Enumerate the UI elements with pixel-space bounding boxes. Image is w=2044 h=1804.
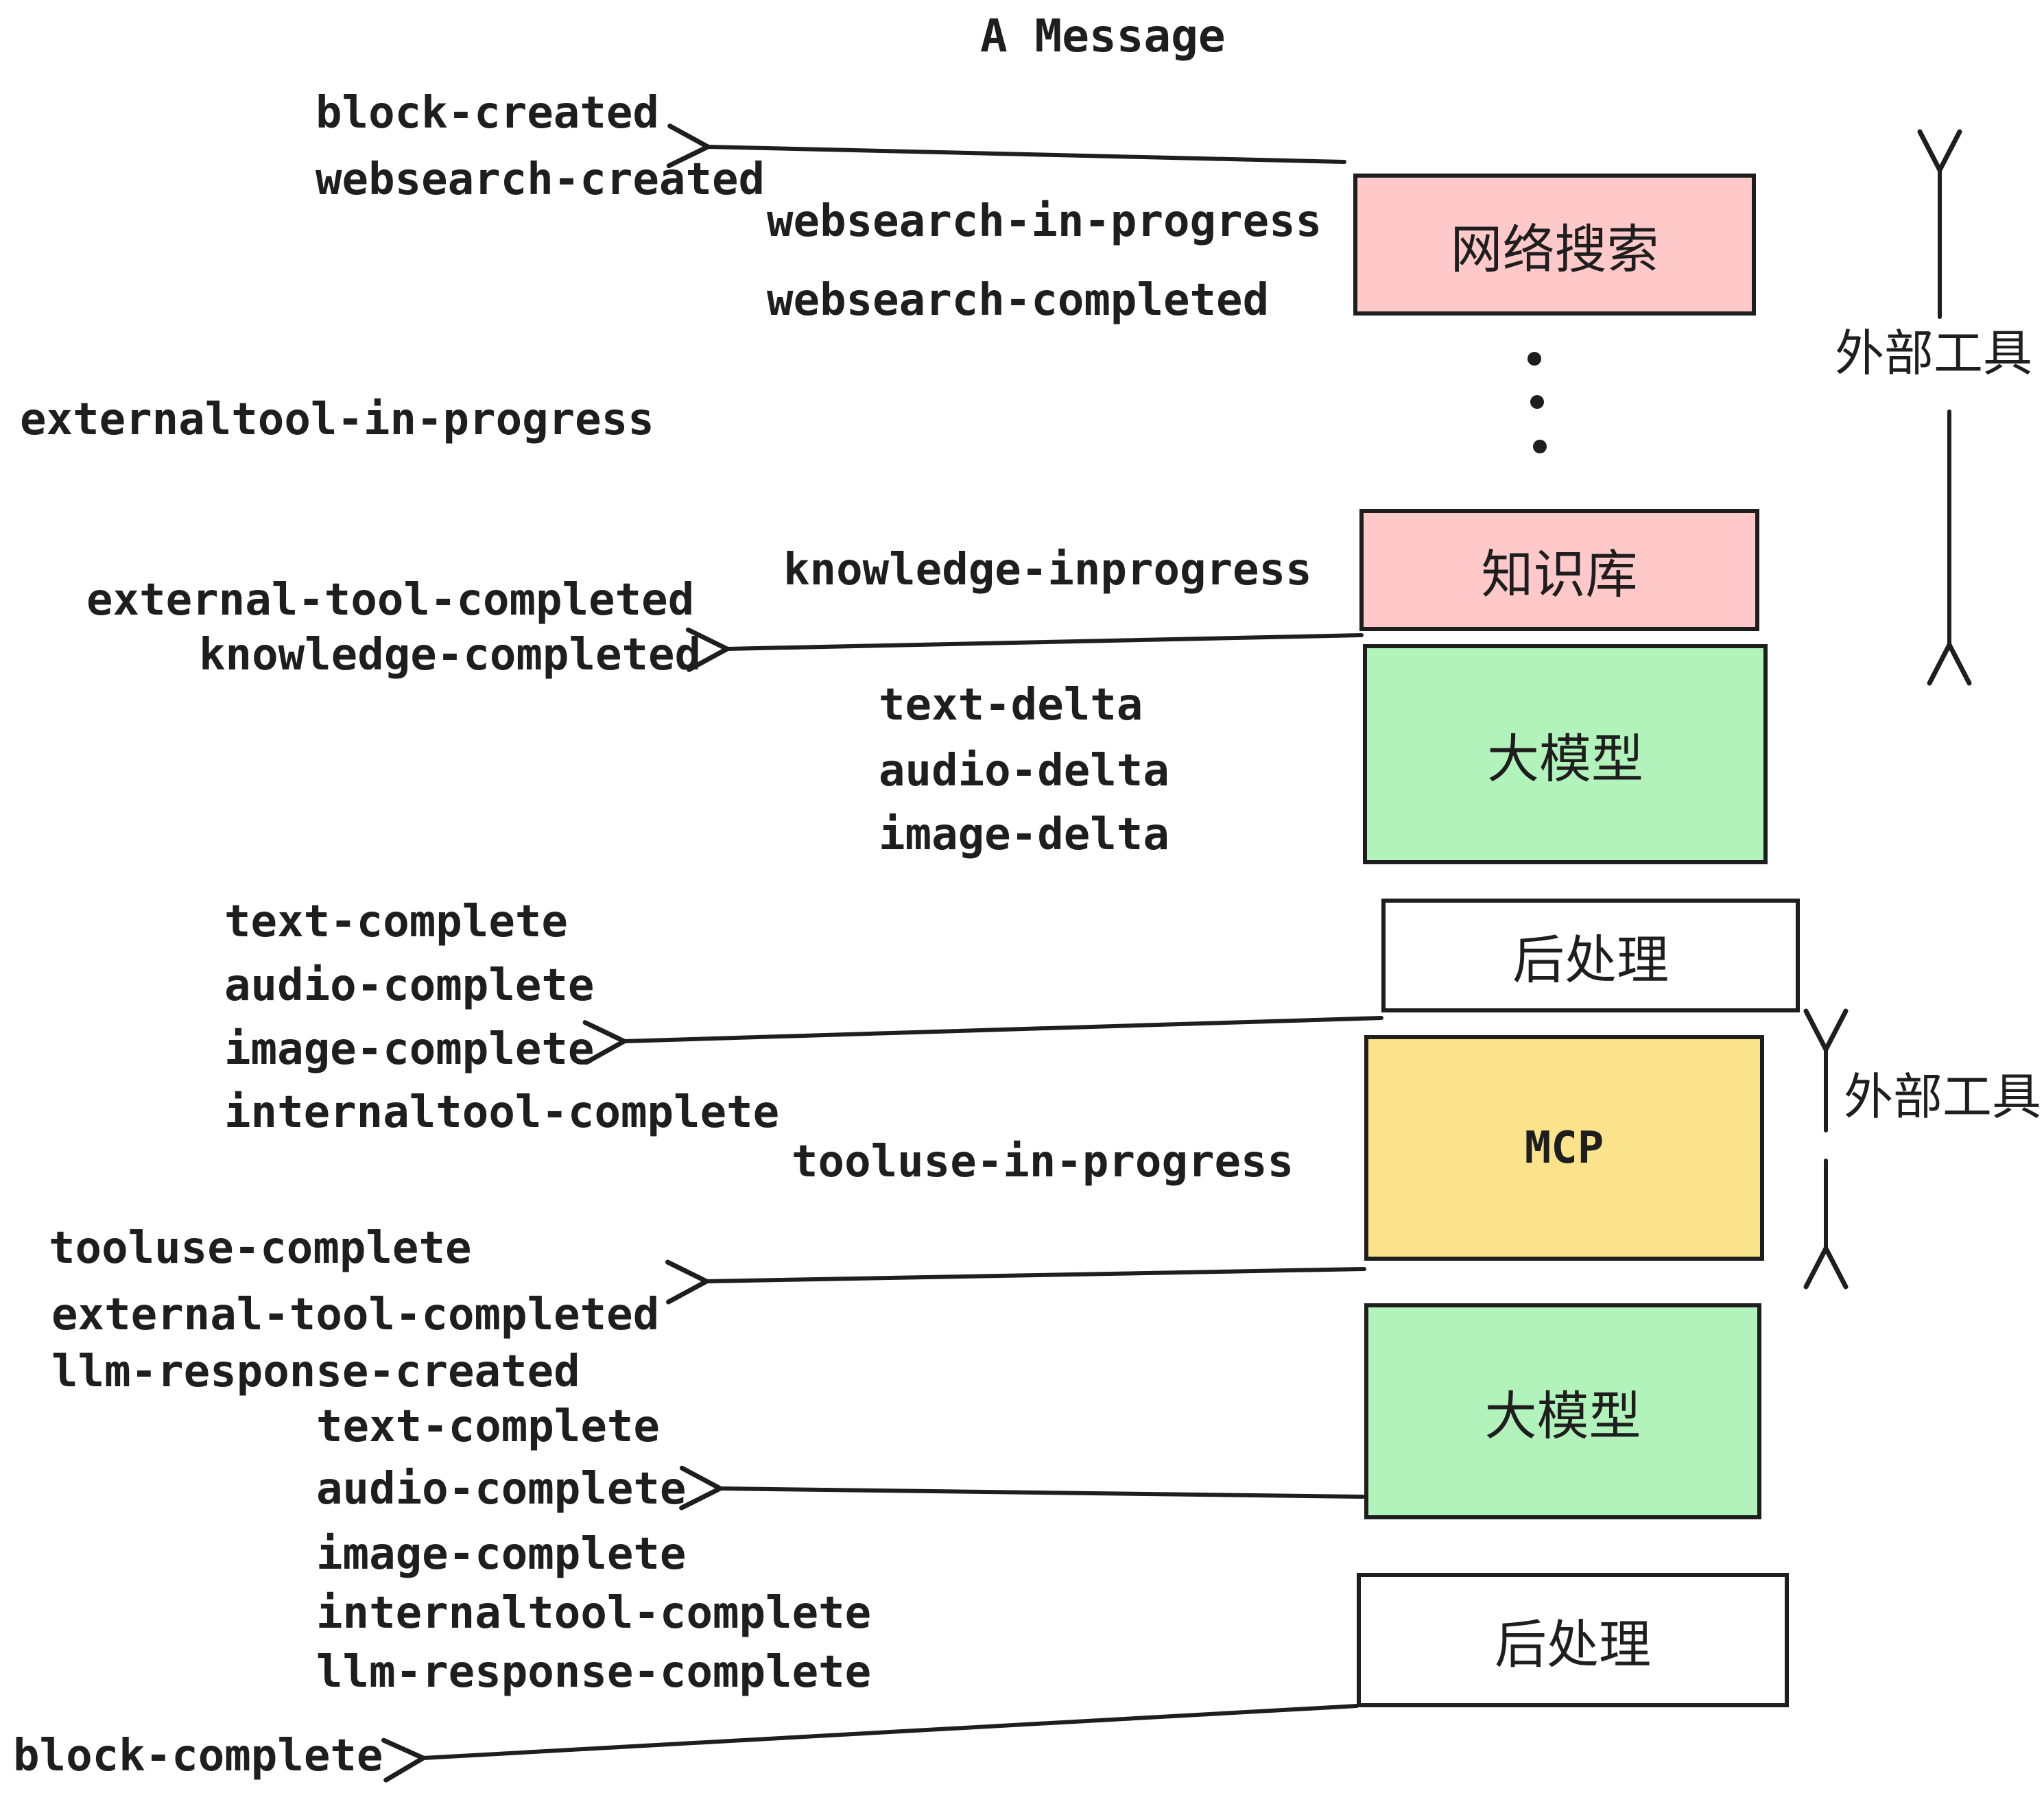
box-llm-1-label: 大模型 [1487, 730, 1643, 789]
event-internaltool-complete-2: internaltool-complete [316, 1588, 872, 1639]
event-externaltool-in-progress: externaltool-in-progress [20, 394, 654, 445]
event-text-complete-2: text-complete [316, 1401, 660, 1452]
box-mcp-label: MCP [1524, 1122, 1604, 1174]
box-mcp: MCP [1364, 1035, 1764, 1261]
page-title: A Message [980, 10, 1226, 62]
box-llm-1: 大模型 [1363, 644, 1768, 864]
external-tools-top-label: 外部工具 [1835, 327, 2033, 381]
box-knowledge-base: 知识库 [1359, 509, 1759, 631]
event-websearch-in-progress: websearch-in-progress [767, 196, 1322, 247]
event-image-complete-2: image-complete [316, 1529, 687, 1580]
ellipsis-dots-icon [1528, 352, 1547, 453]
event-text-delta: text-delta [879, 680, 1143, 731]
event-websearch-created: websearch-created [316, 154, 765, 205]
event-image-complete: image-complete [224, 1024, 595, 1075]
event-image-delta: image-delta [879, 809, 1169, 860]
event-tooluse-complete: tooluse-complete [49, 1223, 472, 1274]
event-llm-response-created: llm-response-created [51, 1346, 580, 1397]
box-postprocess-1: 后处理 [1381, 899, 1800, 1012]
box-llm-2: 大模型 [1364, 1303, 1761, 1519]
arrow-mcp-to-tooluse-complete [665, 1259, 1366, 1305]
box-postprocess-2: 后处理 [1357, 1573, 1789, 1707]
arrow-websearch-to-block-created [666, 123, 1346, 169]
box-postprocess-2-label: 后处理 [1495, 1616, 1651, 1674]
event-external-tool-completed: external-tool-completed [86, 575, 695, 626]
box-websearch-label: 网络搜索 [1450, 220, 1659, 279]
box-llm-2-label: 大模型 [1484, 1387, 1641, 1446]
box-knowledge-base-label: 知识库 [1481, 546, 1638, 604]
event-tooluse-in-progress: tooluse-in-progress [792, 1137, 1294, 1187]
arrow-llm2-to-audio-complete [679, 1465, 1365, 1510]
external-tools-mcp-label: 外部工具 [1844, 1070, 2042, 1125]
event-external-tool-completed-2: external-tool-completed [51, 1290, 660, 1340]
event-text-complete: text-complete [224, 897, 568, 947]
event-knowledge-completed: knowledge-completed [199, 630, 702, 680]
event-audio-complete-2: audio-complete [316, 1464, 687, 1515]
box-websearch: 网络搜索 [1353, 174, 1756, 316]
event-block-created: block-created [316, 88, 659, 139]
event-knowledge-inprogress: knowledge-inprogress [783, 545, 1312, 595]
arrow-knowledge-to-knowledge-completed [685, 627, 1364, 672]
event-audio-complete: audio-complete [224, 960, 595, 1011]
event-internaltool-complete: internaltool-complete [224, 1087, 780, 1138]
event-audio-delta: audio-delta [879, 746, 1169, 796]
arrow-postprocess2-to-block-complete [381, 1704, 1359, 1783]
arrow-postprocess1-to-image-complete [582, 1016, 1383, 1065]
event-llm-response-complete: llm-response-complete [316, 1647, 872, 1698]
event-websearch-completed: websearch-completed [767, 275, 1270, 326]
event-block-complete: block-complete [13, 1731, 383, 1781]
box-postprocess-1-label: 后处理 [1512, 931, 1669, 990]
